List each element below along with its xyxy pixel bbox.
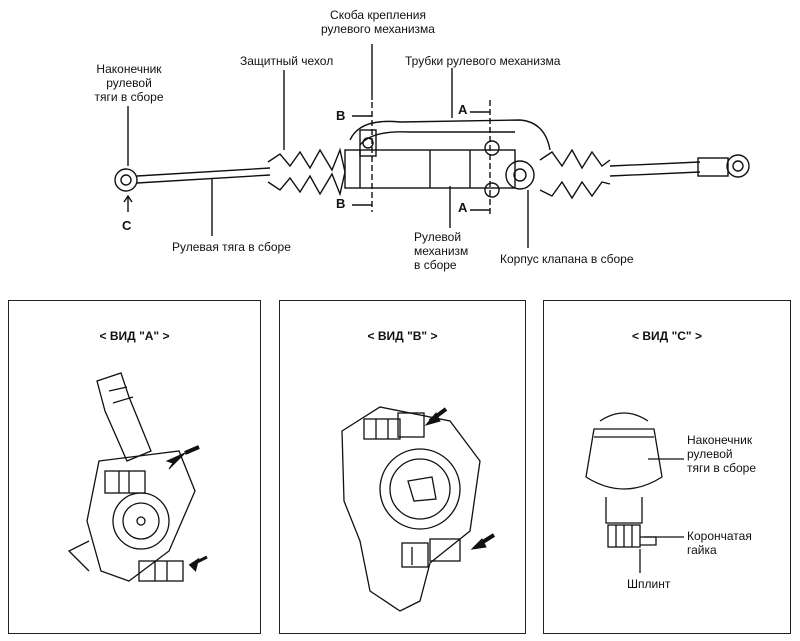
view-c-drawing [585, 412, 684, 573]
label-boot: Защитный чехол [240, 54, 334, 68]
right-tie-rod [609, 161, 701, 177]
label-bracket: Скоба крепления рулевого механизма [321, 8, 435, 36]
valve-housing [505, 160, 535, 190]
view-a-arrow-top [165, 452, 186, 470]
view-b-panel: < ВИД "В" > [279, 300, 526, 634]
view-c-label-castle-nut: Корончатая гайка [687, 529, 752, 557]
right-tie-rod-end [726, 154, 750, 178]
view-a-arrow-bottom [188, 555, 208, 572]
view-a-panel: < ВИД "А" > [8, 300, 261, 634]
label-valve-housing: Корпус клапана в сборе [500, 252, 634, 266]
label-tie-rod-end-assy: Наконечник рулевой тяги в сборе [94, 62, 164, 104]
right-boot [539, 148, 611, 200]
marker-b-bottom: B [336, 196, 346, 211]
view-a-drawing [67, 372, 208, 582]
left-tie-rod [136, 167, 271, 184]
view-a-title: < ВИД "А" > [99, 329, 170, 343]
view-b-title: < ВИД "В" > [367, 329, 438, 343]
arrow-c [123, 194, 133, 212]
view-c-panel: < ВИД "С" > Наконечник рулевой тяги в сб… [543, 300, 791, 634]
marker-b-top: B [336, 108, 346, 123]
view-c-label-cotter-pin: Шплинт [627, 577, 671, 591]
view-c-label-tie-rod-end: Наконечник рулевой тяги в сборе [687, 433, 757, 475]
marker-a-top: A [458, 102, 468, 117]
mounting-bracket [359, 129, 377, 157]
view-b-drawing [341, 406, 496, 612]
gear-tubes [349, 119, 551, 151]
marker-c: C [122, 218, 132, 233]
view-c-title: < ВИД "С" > [632, 329, 702, 343]
left-tie-rod-end [114, 168, 138, 192]
label-tubes: Трубки рулевого механизма [405, 54, 561, 68]
view-c-ball-joint-top [599, 412, 649, 422]
marker-a-bottom: A [458, 200, 468, 215]
label-tie-rod-assy: Рулевая тяга в сборе [172, 240, 291, 254]
steering-gear-drawing [114, 44, 750, 248]
view-c-cotter-pin [640, 536, 657, 546]
label-gear-assy: Рулевой механизм в сборе [414, 230, 469, 272]
left-boot [267, 147, 346, 197]
